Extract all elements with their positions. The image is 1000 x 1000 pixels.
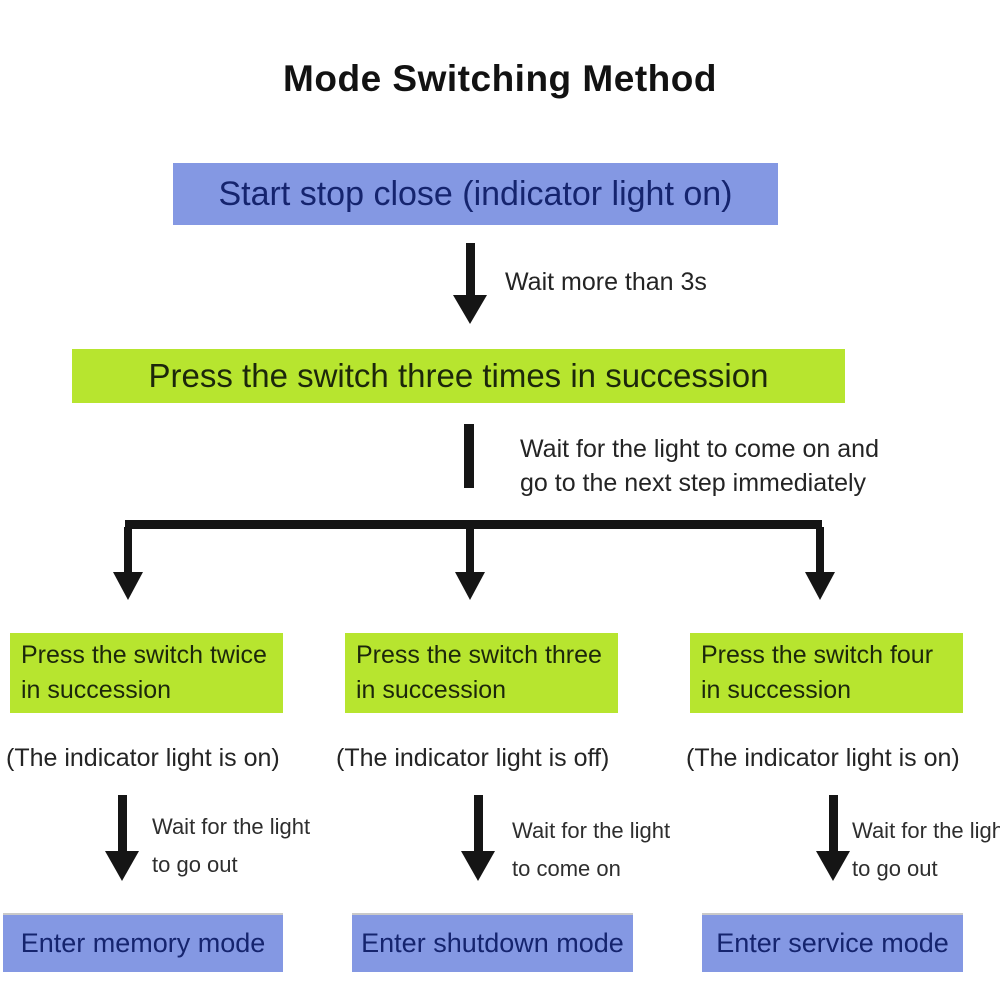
arrow-shaft [816,527,824,572]
arrow-head [455,572,485,600]
branch-service-note: (The indicator light is on) [686,744,960,772]
result-shutdown-label: Enter shutdown mode [361,928,624,958]
wait-second-line1: Wait for the light to come on and [520,435,879,463]
branch-service-box: Press the switch four in succession [690,633,963,713]
arrow-shaft [124,527,132,572]
arrow-head [816,851,850,881]
branch-service-line2: in succession [701,676,852,704]
wait-line1: Wait for the light [152,814,311,839]
branch-shutdown-note: (The indicator light is off) [336,744,610,772]
wait-line1: Wait for the light [512,818,671,843]
down-arrow-icon [455,527,485,600]
branch-service-line1: Press the switch four [701,641,934,669]
wait-line2: to come on [512,856,621,881]
arrow-head [805,572,835,600]
result-memory-box: Enter memory mode [3,913,283,972]
arrow-head [105,851,139,881]
down-arrow-icon [461,795,495,881]
arrow-head [113,572,143,600]
down-arrow-icon [113,527,143,600]
branch-memory-line1: Press the switch twice [21,641,267,669]
branch-shutdown-line1: Press the switch three [356,641,602,669]
branch-memory-note: (The indicator light is on) [6,744,280,772]
branch-memory-line2: in succession [21,676,172,704]
step2-box: Press the switch three times in successi… [72,349,845,403]
result-service-label: Enter service mode [716,928,949,958]
arrow-head [461,851,495,881]
result-shutdown-box: Enter shutdown mode [352,913,633,972]
branch-memory-box: Press the switch twice in succession [10,633,283,713]
wait-first-label: Wait more than 3s [505,268,707,296]
page-title: Mode Switching Method [283,58,717,99]
arrow-shaft [465,243,475,295]
step2-label: Press the switch three times in successi… [148,357,769,394]
branch-shutdown-box: Press the switch three in succession [345,633,618,713]
down-arrow-icon [816,795,850,881]
arrow-shaft [473,795,483,851]
arrow-head [453,295,487,324]
wait-second-line2: go to the next step immediately [520,469,867,497]
start-step-box: Start stop close (indicator light on) [173,163,778,225]
branch-memory-wait-label: Wait for the light to go out [152,808,310,884]
wait-line2: to go out [852,856,938,881]
branch-shutdown-line2: in succession [356,676,507,704]
wait-second-label: Wait for the light to come on and go to … [520,432,879,500]
arrow-shaft [466,527,474,572]
connector-line [464,424,474,488]
branch-shutdown-wait-label: Wait for the light to come on [512,812,670,888]
arrow-shaft [117,795,127,851]
start-step-label: Start stop close (indicator light on) [218,174,733,213]
down-arrow-icon [453,243,487,324]
wait-line1: Wait for the light [852,818,1000,843]
down-arrow-icon [805,527,835,600]
branch-service-wait-label: Wait for the light to go out [852,812,1000,888]
result-memory-label: Enter memory mode [20,928,266,958]
arrow-shaft [828,795,838,851]
down-arrow-icon [105,795,139,881]
branch-split-line [125,520,822,529]
result-service-box: Enter service mode [702,913,963,972]
wait-line2: to go out [152,852,238,877]
